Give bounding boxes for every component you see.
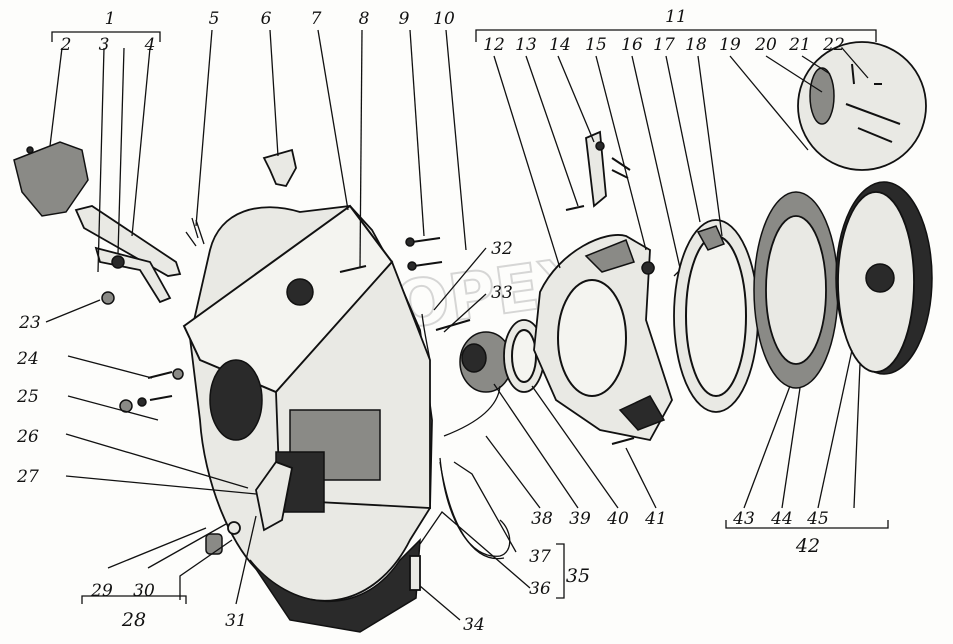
callout-35: 35: [566, 565, 590, 587]
callout-17: 17: [653, 35, 675, 55]
callout-10: 10: [433, 9, 455, 29]
part-36-seal-ring: [439, 457, 511, 560]
part-4-clutch-fork: [74, 205, 182, 304]
part-45-driven-disc: [835, 181, 933, 375]
part-13-pins: [565, 157, 631, 211]
callout-22: 22: [822, 35, 845, 55]
callout-45: 45: [806, 509, 829, 529]
part-34-bolt: [409, 555, 421, 591]
callout-39: 39: [569, 509, 591, 529]
callout-14: 14: [549, 35, 571, 55]
callout-28: 28: [121, 609, 146, 631]
callout-26: 26: [16, 427, 39, 447]
part-5-spring: [185, 217, 205, 247]
callout-labels: 1 2 3 4 5 6 7 8 9 10 11 12 13 14 15 16 1…: [16, 7, 845, 635]
callout-3: 3: [99, 35, 110, 55]
callout-13: 13: [515, 35, 537, 55]
callout-18: 18: [685, 35, 707, 55]
callout-7: 7: [311, 9, 322, 29]
callout-27: 27: [16, 467, 39, 487]
callout-12: 12: [483, 35, 505, 55]
part-32-wire: [421, 313, 471, 361]
callout-6: 6: [261, 9, 272, 29]
part-44-friction-disc: [753, 191, 839, 389]
part-40-bearing-ring: [503, 319, 545, 393]
callout-43: 43: [732, 509, 755, 529]
detail-inset-19-22: [797, 41, 927, 171]
part-12-pressure-plate-cover: [533, 234, 673, 442]
callout-42: 42: [795, 535, 820, 557]
callout-38: 38: [531, 509, 553, 529]
callout-44: 44: [770, 509, 793, 529]
callout-24: 24: [16, 349, 39, 369]
callout-20: 20: [754, 35, 777, 55]
callout-25: 25: [16, 387, 39, 407]
part-14-release-lever: [585, 130, 607, 208]
part-6-clip: [262, 148, 297, 188]
callout-30: 30: [133, 581, 155, 601]
callout-33: 33: [491, 283, 513, 303]
part-24-bolt: [147, 368, 184, 380]
callout-4: 4: [144, 35, 156, 55]
part-39-release-bearing: [443, 331, 513, 437]
part-18-pressure-plate: [673, 219, 759, 413]
callout-9: 9: [399, 9, 410, 29]
callout-32: 32: [491, 239, 513, 259]
callout-19: 19: [719, 35, 741, 55]
part-41-bolt: [611, 437, 635, 445]
part-2-lever-cover: [13, 141, 89, 217]
callout-5: 5: [209, 9, 220, 29]
callout-29: 29: [90, 581, 113, 601]
callout-15: 15: [585, 35, 607, 55]
callout-21: 21: [788, 35, 811, 55]
callout-31: 31: [225, 611, 247, 631]
callout-41: 41: [644, 509, 667, 529]
callout-2: 2: [60, 35, 72, 55]
part-8-stud: [339, 265, 367, 273]
part-9-bolts: [405, 237, 443, 271]
callout-23: 23: [18, 313, 41, 333]
callout-8: 8: [359, 9, 370, 29]
part-31-cover-plate: [255, 460, 294, 532]
clutch-housing: [182, 204, 433, 633]
callout-40: 40: [606, 509, 629, 529]
leader-lines: [45, 29, 889, 621]
callout-16: 16: [621, 35, 643, 55]
callout-36: 36: [529, 579, 551, 599]
part-23-bolt: [101, 291, 115, 305]
callout-11: 11: [665, 7, 687, 27]
callout-1: 1: [105, 9, 116, 29]
part-25-nut: [119, 395, 173, 413]
callout-34: 34: [463, 615, 485, 635]
callout-37: 37: [529, 547, 551, 567]
